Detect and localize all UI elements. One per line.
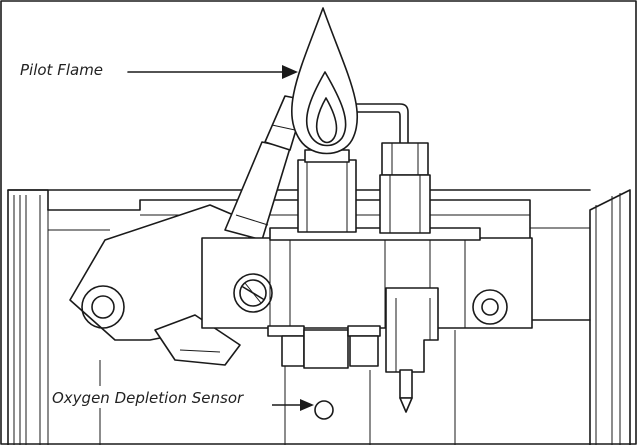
pilot-flame-icon	[291, 7, 359, 155]
igniter-electrode	[351, 103, 431, 234]
ods-arrow	[271, 399, 314, 411]
mounting-screw	[233, 273, 273, 313]
right-housing-wall	[589, 189, 631, 445]
pilot-flame-label: Pilot Flame	[20, 61, 103, 79]
left-housing-wall	[7, 189, 49, 445]
arm-pivot-hole	[81, 285, 125, 329]
pilot-body	[201, 227, 533, 329]
pilot-flame-arrow	[127, 65, 298, 79]
oxygen-depletion-sensor-target	[314, 400, 334, 420]
ods-probe	[385, 287, 439, 413]
ods-label-background	[50, 386, 272, 408]
right-screw-hole	[472, 289, 508, 325]
lower-fittings	[267, 325, 381, 369]
pilot-burner	[297, 149, 357, 233]
oxygen-depletion-sensor-label: Oxygen Depletion Sensor	[52, 389, 244, 407]
